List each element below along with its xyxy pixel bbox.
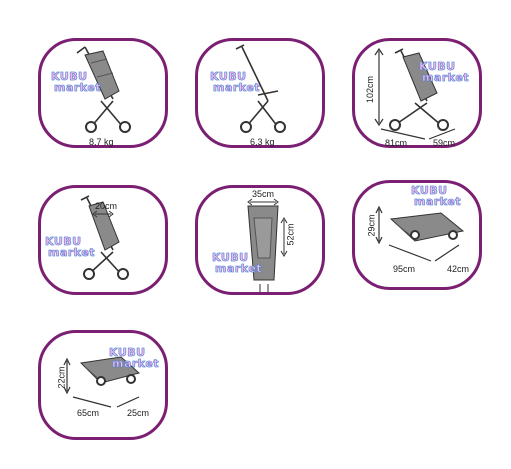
card-folded-compact: KUBU market 22cm 65cm 25cm bbox=[38, 330, 168, 440]
watermark-line-1: KUBU bbox=[51, 70, 88, 83]
seat-height-label: 52cm bbox=[285, 223, 296, 246]
watermark-line-1: KUBU bbox=[109, 346, 146, 359]
watermark: KUBU market bbox=[109, 346, 160, 370]
watermark-line-2: market bbox=[422, 71, 470, 84]
stroller-folded-compact-illustration bbox=[63, 356, 141, 408]
stroller-frame-illustration bbox=[235, 44, 286, 133]
watermark: KUBU market bbox=[212, 251, 263, 275]
seat-width-label: 35cm bbox=[252, 189, 275, 199]
watermark-line-2: market bbox=[48, 246, 96, 259]
height-label: 29cm bbox=[366, 214, 377, 237]
card-folded-flat: KUBU market 29cm 95cm 42cm bbox=[352, 180, 482, 290]
watermark: KUBU market bbox=[411, 184, 462, 208]
watermark: KUBU market bbox=[210, 70, 261, 94]
handle-label: 20cm bbox=[95, 201, 118, 211]
stroller-illustration bbox=[76, 46, 131, 133]
stroller-folded-flat-illustration bbox=[375, 205, 465, 262]
length-label: 65cm bbox=[77, 408, 100, 418]
length-label: 95cm bbox=[393, 264, 416, 274]
length-label: 81cm bbox=[385, 138, 408, 148]
height-label: 22cm bbox=[56, 366, 67, 389]
watermark-line-1: KUBU bbox=[45, 235, 82, 248]
stroller-handle-illustration bbox=[80, 195, 129, 280]
watermark-line-2: market bbox=[213, 81, 261, 94]
card-stroller-weight: KUBU market 8,7 kg bbox=[38, 38, 168, 148]
watermark: KUBU market bbox=[45, 235, 96, 259]
watermark: KUBU market bbox=[419, 60, 470, 84]
watermark-line-1: KUBU bbox=[419, 60, 456, 73]
width-label: 59cm bbox=[433, 138, 456, 148]
card-frame-weight: KUBU market 6,3 kg bbox=[195, 38, 325, 148]
width-label: 42cm bbox=[447, 264, 470, 274]
card-seat-size: KUBU market 35cm 52cm bbox=[195, 185, 325, 295]
stroller-dimensions-illustration bbox=[374, 47, 456, 140]
watermark-line-2: market bbox=[215, 262, 263, 275]
card-handle-width: KUBU market 20cm bbox=[38, 185, 168, 295]
watermark-line-2: market bbox=[112, 357, 160, 370]
watermark-line-1: KUBU bbox=[411, 184, 448, 197]
watermark-line-1: KUBU bbox=[212, 251, 249, 264]
weight-label: 8,7 kg bbox=[89, 137, 114, 147]
stroller-seat-illustration bbox=[247, 198, 288, 292]
card-open-dimensions: KUBU market 102cm 81cm 59cm bbox=[352, 38, 482, 148]
width-label: 25cm bbox=[127, 408, 150, 418]
watermark-line-2: market bbox=[54, 81, 102, 94]
weight-label: 6,3 kg bbox=[250, 137, 275, 147]
watermark: KUBU market bbox=[51, 70, 102, 94]
watermark-line-1: KUBU bbox=[210, 70, 247, 83]
watermark-line-2: market bbox=[414, 195, 462, 208]
height-label: 102cm bbox=[365, 75, 376, 104]
